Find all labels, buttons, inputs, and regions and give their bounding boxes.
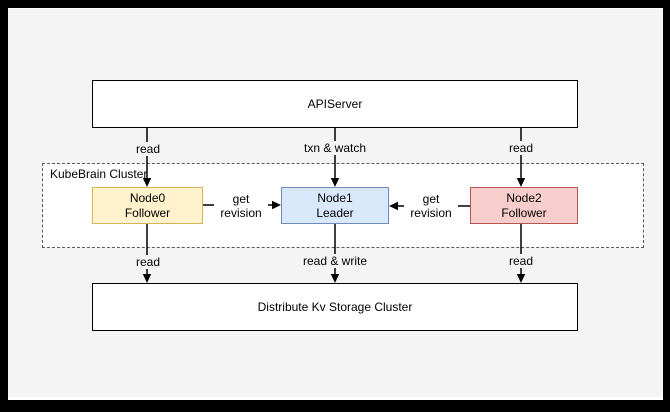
edge-label-node2-storage: read	[505, 254, 537, 268]
apiserver-box: APIServer	[92, 80, 578, 128]
node1-box: Node1 Leader	[281, 187, 389, 224]
node2-role: Follower	[501, 205, 547, 220]
apiserver-label: APIServer	[307, 97, 363, 111]
storage-cluster-label: Distribute Kv Storage Cluster	[257, 300, 413, 314]
edge-label-apiserver-node0: read	[132, 142, 164, 156]
edge-label-apiserver-node1: txn & watch	[300, 141, 370, 155]
node0-box: Node0 Follower	[92, 187, 203, 224]
edge-label-apiserver-node2: read	[505, 141, 537, 155]
node1-role: Leader	[316, 205, 354, 220]
edge-label-node2-node1: get revision	[404, 192, 458, 220]
edge-label-node1-storage: read & write	[299, 254, 371, 268]
node2-name: Node2	[506, 190, 542, 205]
node0-role: Follower	[124, 205, 171, 220]
kubebrain-cluster-label: KubeBrain Cluster	[50, 167, 148, 181]
edge-label-node0-storage: read	[132, 255, 164, 269]
node0-name: Node0	[129, 190, 166, 205]
edge-label-node0-node1: get revision	[214, 192, 268, 220]
node1-name: Node1	[317, 190, 353, 205]
node2-box: Node2 Follower	[470, 187, 578, 224]
storage-cluster-box: Distribute Kv Storage Cluster	[92, 283, 578, 331]
